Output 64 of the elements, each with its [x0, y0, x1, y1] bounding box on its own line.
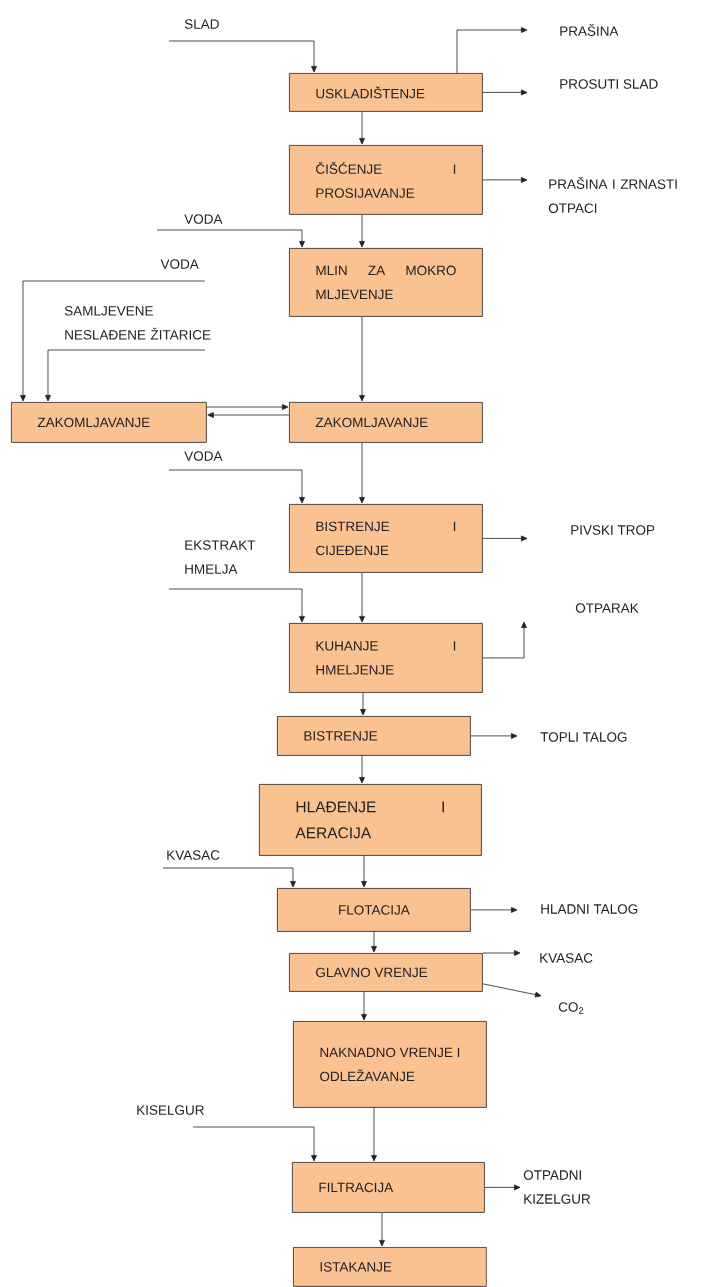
flow-arrow — [371, 1107, 377, 1162]
process-box: GLAVNO VRENJE — [289, 953, 483, 992]
flow-arrow — [162, 867, 296, 888]
flow-arrow — [361, 991, 367, 1021]
process-box: FLOTACIJA — [277, 888, 471, 932]
stream-label: KVASAC — [540, 953, 593, 963]
process-box: ZAKOMLJAVANJE — [289, 402, 483, 443]
process-box: BISTRENJE I CIJEĐENJE — [289, 504, 483, 573]
flow-arrow — [359, 316, 365, 402]
flow-arrow — [192, 1126, 317, 1162]
flow-arrow — [168, 40, 317, 73]
process-box: BISTRENJE — [277, 716, 471, 756]
flow-arrow — [359, 755, 365, 784]
stream-label: SAMLJEVENE NESLAĐENE ŽITARICE — [64, 306, 211, 340]
stream-label: TOPLI TALOG — [540, 732, 627, 742]
stream-label: OTPARAK — [575, 603, 639, 613]
flow-arrow — [470, 733, 518, 739]
flow-arrow — [206, 404, 289, 410]
process-box: USKLADIŠTENJE — [289, 73, 483, 112]
flow-arrow — [361, 855, 367, 888]
flow-arrow — [482, 983, 542, 998]
flow-arrow — [45, 349, 206, 402]
flow-arrow — [359, 442, 365, 504]
flow-arrow — [482, 535, 528, 542]
process-box: MLIN ZA MOKRO MLJEVENJE — [289, 248, 483, 317]
flow-arrow — [482, 177, 528, 183]
stream-label: PRAŠINA — [560, 24, 619, 36]
stream-label: CO$_{2}$ — [558, 1002, 584, 1014]
flow-arrow — [470, 907, 518, 913]
stream-label: SLAD — [184, 19, 219, 29]
stream-label: VODA — [184, 214, 223, 224]
process-box: KUHANJE I HMELJENJE — [289, 623, 483, 693]
stream-label: VODA — [184, 451, 223, 461]
stream-label: HLADNI TALOG — [541, 904, 638, 914]
flow-arrow — [456, 27, 528, 74]
process-box: ISTAKANJE — [293, 1247, 487, 1287]
process-box: ZAKOMLJAVANJE — [11, 402, 207, 443]
stream-label: PROSUTI SLAD — [560, 79, 658, 89]
flow-arrow — [156, 229, 305, 248]
flow-arrow — [359, 111, 365, 145]
stream-label: KVASAC — [167, 850, 220, 860]
flow-arrow — [359, 572, 365, 623]
stream-label: EKSTRAKT HMELJA — [185, 540, 256, 574]
stream-label: OTPADNI KIZELGUR — [523, 1170, 591, 1204]
stream-label: VODA — [160, 259, 199, 269]
flow-arrow — [20, 280, 206, 402]
flow-arrow — [379, 1212, 385, 1247]
flow-arrow — [482, 621, 527, 659]
flow-arrow — [360, 692, 366, 716]
flow-arrow — [484, 1184, 521, 1191]
flow-arrow — [207, 412, 290, 418]
flow-arrow — [482, 89, 528, 96]
flow-arrow — [168, 588, 305, 623]
stream-label: PRAŠINA I ZRNASTI OTPACI — [548, 177, 677, 213]
stream-label: PIVSKI TROP — [571, 525, 655, 535]
flow-arrow — [482, 950, 521, 956]
flow-arrow — [168, 469, 305, 504]
process-box: HLAĐENJE I AERACIJA — [259, 784, 482, 856]
process-box: NAKNADNO VRENJE I ODLEŽAVANJE — [293, 1021, 487, 1108]
process-box: FILTRACIJA — [292, 1162, 485, 1213]
stream-label: KISELGUR — [137, 1105, 204, 1115]
flow-arrow — [371, 931, 377, 953]
process-box: ČIŠĆENJE I PROSIJAVANJE — [289, 145, 483, 215]
flow-arrow — [359, 214, 365, 248]
